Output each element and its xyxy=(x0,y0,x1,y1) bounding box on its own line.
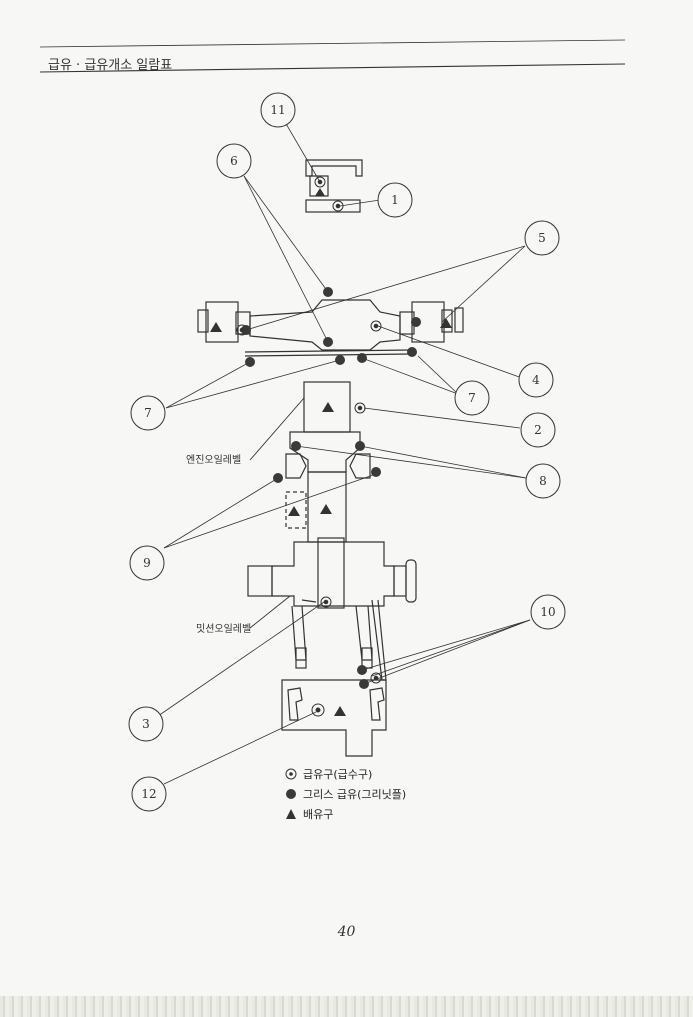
callout-circles xyxy=(128,92,566,812)
fill-port-icon xyxy=(354,402,366,414)
grease-nipple xyxy=(411,317,421,327)
grease-nipple xyxy=(335,355,345,365)
grease-nipple xyxy=(291,441,301,451)
legend-fill-port-text: 급유구(급수구) xyxy=(303,768,373,781)
drain-icon xyxy=(440,318,452,328)
callout-1: 1 xyxy=(391,193,399,207)
drain-icon xyxy=(288,506,300,516)
legend-drain-text: 배유구 xyxy=(303,808,334,821)
page-title: 급유 · 급유개소 일람표 xyxy=(48,58,173,73)
page-number: 40 xyxy=(337,924,356,940)
callout-8: 8 xyxy=(539,474,547,488)
grease-nipple xyxy=(357,353,367,363)
fill-port-icon xyxy=(320,596,332,608)
grease-nipple xyxy=(273,473,283,483)
drain-icon xyxy=(210,322,222,332)
engine-oil-level-label: 엔진오일레벨 xyxy=(186,455,242,466)
callout-2: 2 xyxy=(534,423,542,437)
callout-3: 3 xyxy=(142,717,150,731)
legend-grease: 그리스 급유(그리닛플) xyxy=(285,786,406,802)
fill-port-icon xyxy=(332,200,344,212)
grease-dot-icon xyxy=(286,789,296,799)
callout-7-left: 7 xyxy=(144,406,152,420)
leader-lines xyxy=(157,121,531,785)
legend-drain: 배유구 xyxy=(285,806,333,822)
grease-nipple xyxy=(323,287,333,297)
fill-ports xyxy=(236,176,382,717)
grease-nipple xyxy=(359,679,369,689)
grease-nipple xyxy=(245,357,255,367)
callout-10: 10 xyxy=(540,605,555,619)
oil-level-pointers xyxy=(249,397,305,629)
legend-grease-text: 그리스 급유(그리닛플) xyxy=(303,788,407,801)
fill-port-icon xyxy=(285,768,297,780)
callout-6: 6 xyxy=(230,154,238,168)
drain-triangle-icon xyxy=(286,809,296,819)
tractor-outline xyxy=(197,159,464,757)
drain-icon xyxy=(315,188,325,196)
callout-12: 12 xyxy=(141,787,156,801)
fill-port-icon xyxy=(236,324,248,336)
callout-4: 4 xyxy=(532,373,540,387)
drain-icon xyxy=(322,402,334,412)
legend-fill-port: 급유구(급수구) xyxy=(285,766,372,782)
callout-numbers: 11 1 2 3 4 5 6 7 7 8 9 10 12 xyxy=(141,103,555,801)
grease-points xyxy=(241,287,421,689)
grease-nipple xyxy=(357,665,367,675)
fill-port-icon xyxy=(370,672,382,684)
fill-port-icon xyxy=(370,320,382,332)
grease-nipple xyxy=(241,325,251,335)
callout-7-right: 7 xyxy=(468,391,476,405)
callout-5: 5 xyxy=(538,231,546,245)
grease-nipple xyxy=(323,337,333,347)
header-rules xyxy=(39,39,626,73)
drain-points xyxy=(210,188,452,716)
grease-nipple xyxy=(355,441,365,451)
callout-11: 11 xyxy=(270,103,285,117)
callout-9: 9 xyxy=(143,556,151,570)
fill-port-icon xyxy=(311,703,325,717)
scan-edge xyxy=(0,996,693,1017)
drain-icon xyxy=(320,504,332,514)
transmission-oil-level-label: 밋션오일레벨 xyxy=(196,624,252,635)
drain-icon xyxy=(334,706,346,716)
grease-nipple xyxy=(407,347,417,357)
fill-port-icon xyxy=(314,176,326,188)
grease-nipple xyxy=(371,467,381,477)
